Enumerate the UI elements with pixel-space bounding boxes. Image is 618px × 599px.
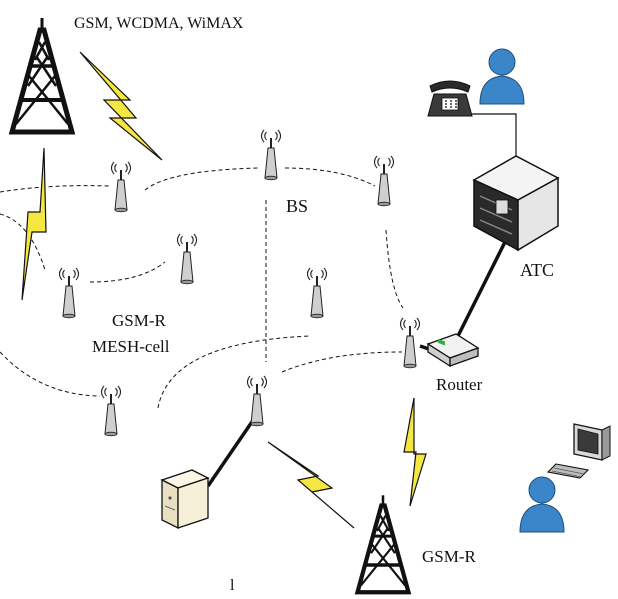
- top-tower-label: GSM, WCDMA, WiMAX: [74, 15, 244, 32]
- telephone-icon: [427, 80, 473, 117]
- mesh-link: [284, 167, 376, 187]
- antenna-icon: [176, 233, 198, 285]
- lightning-icon: [21, 147, 47, 301]
- antenna-icon: [246, 375, 268, 427]
- bs-label: BS: [286, 196, 308, 216]
- mesh-link: [0, 351, 101, 397]
- lightning-icon: [267, 441, 355, 529]
- antenna-icon: [58, 267, 80, 319]
- bottom-tower-label: GSM-R: [422, 547, 477, 566]
- mesh-link: [0, 213, 46, 271]
- link-router-atc: [454, 239, 508, 341]
- person-icon: [479, 48, 525, 105]
- mesh-cell-label: MESH-cell: [92, 337, 170, 356]
- mesh-links: [0, 167, 404, 409]
- gsm-r-label: GSM-R: [112, 311, 167, 330]
- link-server-antenna: [206, 415, 258, 487]
- computer-icon: [546, 423, 611, 479]
- bottom-label: l: [230, 577, 235, 594]
- lightning-icon: [79, 51, 163, 161]
- mesh-link: [385, 229, 404, 309]
- mesh-link: [89, 261, 166, 283]
- antenna-icon: [373, 155, 395, 207]
- lightning-icon: [403, 397, 427, 507]
- mesh-link: [157, 335, 311, 409]
- atc-label: ATC: [520, 260, 554, 280]
- server-icon: [160, 469, 210, 530]
- antenna-icon: [260, 129, 282, 181]
- wired-links: [206, 239, 508, 487]
- cell-tower-icon: [358, 495, 409, 592]
- link-phone-atc: [466, 113, 517, 160]
- mesh-link: [144, 167, 261, 191]
- mesh-link: [0, 185, 111, 193]
- router-icon: [426, 333, 480, 368]
- router-label: Router: [436, 375, 483, 394]
- person-icon: [519, 476, 565, 533]
- mesh-link: [281, 351, 403, 373]
- antenna-icon: [100, 385, 122, 437]
- server-rack-icon: [472, 155, 560, 252]
- antenna-icon: [306, 267, 328, 319]
- antenna-icon: [110, 161, 132, 213]
- cell-tower-icon: [12, 18, 72, 132]
- antenna-icon: [399, 317, 421, 369]
